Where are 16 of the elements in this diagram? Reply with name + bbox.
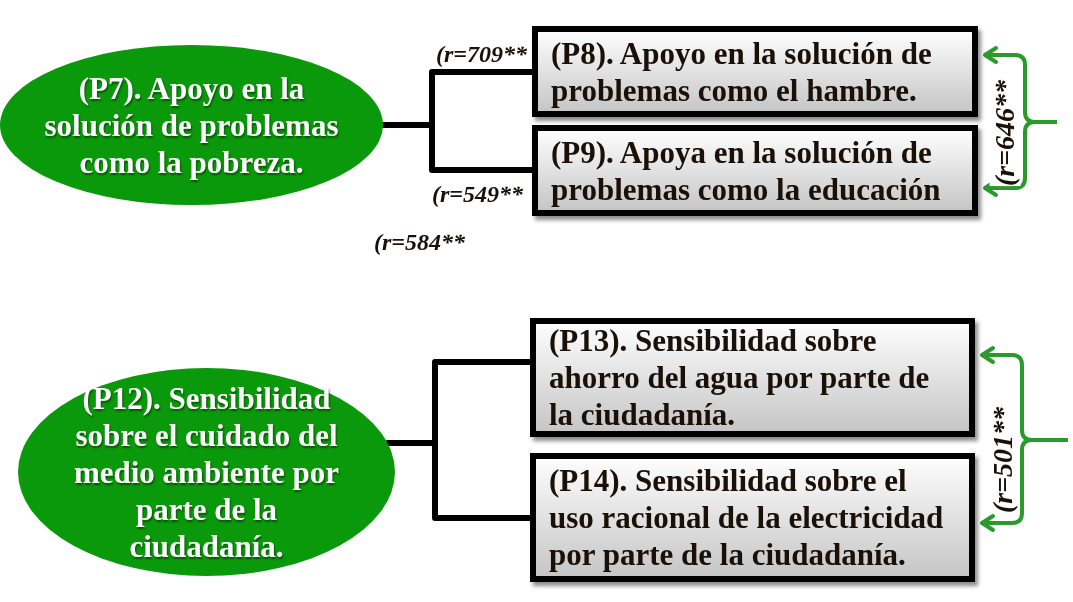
node-text: (P8). Apoyo en la solución de problemas como el hambre. bbox=[551, 34, 933, 109]
item-box bbox=[532, 26, 978, 117]
node-text: (P9). Apoya en la solución de problemas como la educación bbox=[551, 133, 942, 208]
node-text: (P7). Apoyo en la solución de problemas como la pobreza. bbox=[43, 69, 340, 181]
node-text: (P14). Sensibilidad sobre el uso racional de la electricidad por parte de la ciudadanía. bbox=[549, 462, 945, 573]
bracket-arrow bbox=[979, 346, 1070, 532]
connector-line bbox=[382, 122, 532, 173]
edge-label: (r=646** bbox=[989, 79, 1021, 187]
bracket-arrow bbox=[982, 46, 1059, 197]
item-box bbox=[530, 318, 975, 437]
oval-node bbox=[18, 368, 395, 576]
item-box bbox=[530, 453, 975, 582]
node-text: (P13). Sensibilidad sobre ahorro del agua por parte de la ciudadanía. bbox=[549, 322, 931, 433]
node-text: (P12). Sensibilidad sobre el cuidado del medio ambiente por parte de la ciudadanía. bbox=[72, 379, 341, 565]
item-box bbox=[532, 125, 978, 216]
oval-node bbox=[0, 45, 383, 205]
